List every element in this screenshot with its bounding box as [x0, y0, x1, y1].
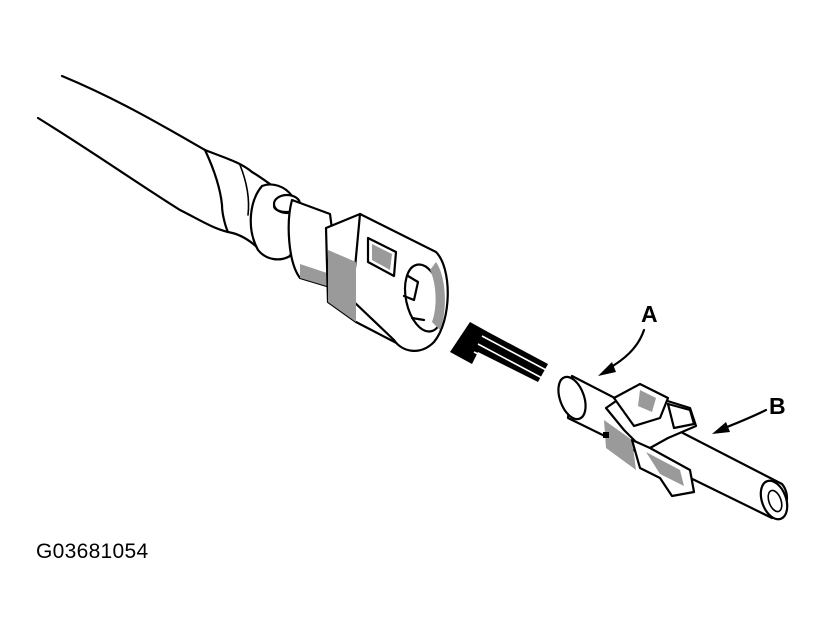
label-b: B — [769, 393, 786, 419]
figure-id: G03681054 — [36, 540, 149, 563]
female-connector — [249, 183, 449, 352]
callout-a: A — [598, 301, 658, 376]
insertion-arrow — [450, 322, 548, 382]
male-tube-assembly — [557, 374, 789, 521]
fuel-hose — [36, 74, 280, 252]
callout-b: B — [712, 393, 786, 434]
label-a: A — [641, 301, 658, 327]
